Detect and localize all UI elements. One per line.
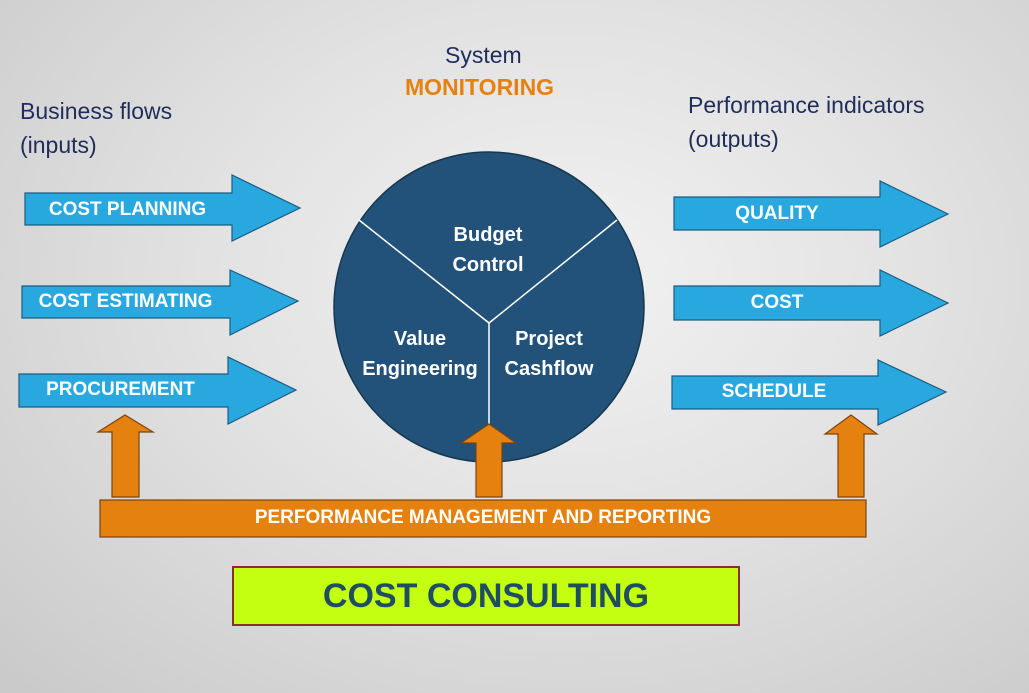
- circle-divider-right: [488, 219, 618, 324]
- segment-value-engineering: Value Engineering: [352, 324, 488, 384]
- segment-budget-line2: Control: [452, 254, 524, 276]
- outputs-title: Performance indicators (outputs): [688, 88, 925, 156]
- up-arrow-left: [95, 414, 156, 498]
- system-label: System: [445, 42, 522, 68]
- monitoring-label: MONITORING: [405, 74, 555, 100]
- inputs-title-line2: (inputs): [20, 132, 97, 158]
- segment-project-line1: Project: [515, 328, 583, 350]
- input-label-cost-estimating: COST ESTIMATING: [38, 291, 213, 312]
- outputs-title-line1: Performance indicators: [688, 92, 925, 118]
- input-arrow-procurement: [18, 356, 298, 425]
- performance-bar: [99, 499, 867, 538]
- output-label-quality: QUALITY: [735, 203, 819, 224]
- segment-project-cashflow: Project Cashflow: [493, 324, 605, 384]
- up-arrow-right: [823, 414, 879, 498]
- segment-value-line2: Engineering: [362, 358, 478, 380]
- output-label-schedule: SCHEDULE: [721, 381, 827, 402]
- output-label-cost: COST: [750, 292, 804, 313]
- outputs-title-line2: (outputs): [688, 126, 779, 152]
- inputs-title-line1: Business flows: [20, 98, 173, 124]
- segment-budget-control: Budget Control: [418, 220, 558, 280]
- cost-consulting-label: COST CONSULTING: [322, 576, 650, 615]
- circle-divider-left: [358, 219, 490, 324]
- input-label-cost-planning: COST PLANNING: [48, 199, 207, 220]
- output-arrow-schedule: [671, 359, 948, 426]
- inputs-title: Business flows (inputs): [20, 94, 172, 162]
- input-arrow-cost-planning: [24, 174, 302, 242]
- up-arrow-center: [459, 423, 518, 498]
- cost-consulting-box: COST CONSULTING: [232, 566, 740, 626]
- input-label-procurement: PROCUREMENT: [46, 379, 195, 400]
- input-arrow-cost-estimating: [21, 269, 300, 336]
- segment-value-line1: Value: [393, 328, 447, 350]
- output-arrow-cost: [673, 269, 950, 337]
- performance-bar-label: PERFORMANCE MANAGEMENT AND REPORTING: [254, 507, 712, 528]
- output-arrow-quality: [673, 180, 950, 248]
- segment-budget-line1: Budget: [453, 224, 523, 246]
- segment-project-line2: Cashflow: [504, 358, 594, 380]
